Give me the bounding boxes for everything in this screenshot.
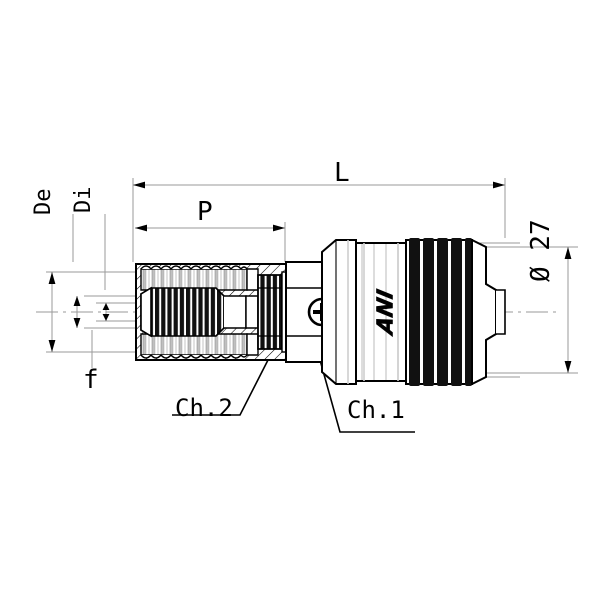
dimension-diameter-27 <box>564 247 572 373</box>
internal-thread-lower <box>140 333 248 359</box>
dimension-Di <box>73 296 81 328</box>
dimension-f <box>102 303 110 321</box>
dimension-De <box>48 272 56 352</box>
dimension-P <box>135 224 285 232</box>
dimension-label-L: L <box>334 158 350 188</box>
knurled-grip-sleeve <box>405 238 473 386</box>
dimension-label-f: f <box>83 365 99 395</box>
coupler-barrel <box>321 239 357 385</box>
svg-text:ANI: ANI <box>373 287 399 338</box>
internal-seat-step <box>245 268 259 356</box>
thread-bore-core <box>140 286 247 338</box>
release-collar <box>471 238 506 386</box>
leader-label-ch1: Ch.1 <box>347 396 405 424</box>
male-thread-section <box>257 274 283 350</box>
coupler-logo-band <box>355 242 407 382</box>
dimension-label-P: P <box>197 197 213 227</box>
dimension-label-Di: Di <box>71 186 96 214</box>
internal-thread-upper <box>140 265 248 291</box>
dimension-L <box>133 181 505 189</box>
ani-logo: ANI <box>372 287 399 339</box>
leader-label-ch2: Ch.2 <box>175 394 233 422</box>
dimension-label-diameter-27: Ø 27 <box>526 219 556 282</box>
leader-lines <box>172 359 415 433</box>
dimension-label-De: De <box>31 188 56 216</box>
